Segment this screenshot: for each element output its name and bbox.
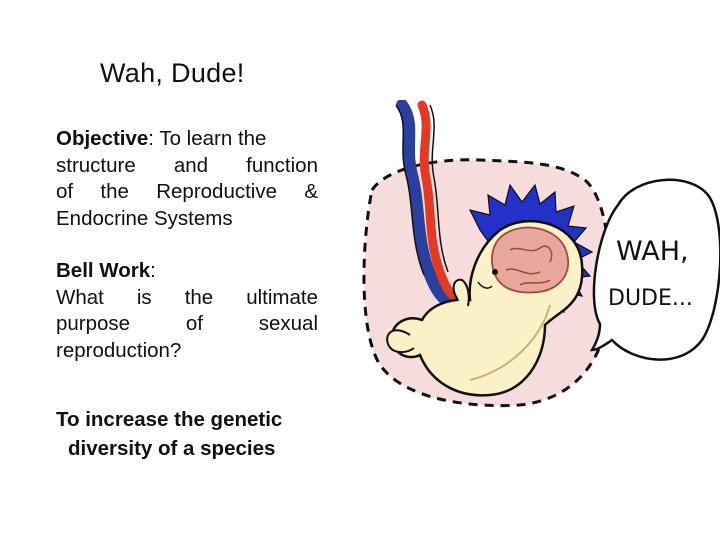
bellwork-label: Bell Work: [56, 259, 151, 282]
umbilical-cord-blue: [396, 99, 460, 311]
brain: [491, 226, 570, 294]
umbilical-cord-red: [417, 100, 465, 305]
bellwork-heading: Bell Work:: [56, 259, 156, 282]
question-line-2: purpose of sexual: [56, 312, 318, 335]
fetus-in-womb-illustration: WAH, DUDE...: [350, 99, 720, 410]
objective-line-4: Endocrine Systems: [56, 206, 233, 230]
bellwork-answer: To increase the genetic diversity of a s…: [56, 405, 341, 463]
objective-label: Objective: [56, 127, 149, 150]
objective-and-bellwork-block: Objective: To learn the structure and fu…: [56, 126, 318, 364]
speech-bubble-line-2: DUDE...: [608, 286, 693, 311]
objective-text-1: To learn the: [154, 127, 267, 150]
slide-title: Wah, Dude!: [100, 58, 245, 88]
answer-line-1: To increase the genetic: [56, 408, 283, 431]
question-line-3: reproduction?: [56, 338, 182, 362]
speech-bubble: [589, 178, 720, 361]
objective-line-2: structure and function: [56, 153, 318, 177]
objective-line-1: Objective: To learn the: [56, 127, 267, 150]
speech-bubble-line-1: WAH,: [616, 236, 689, 267]
answer-line-2: diversity of a species: [68, 437, 276, 460]
objective-line-3: of the Reproductive &: [56, 180, 318, 203]
question-line-1: What is the ultimate: [56, 285, 318, 309]
